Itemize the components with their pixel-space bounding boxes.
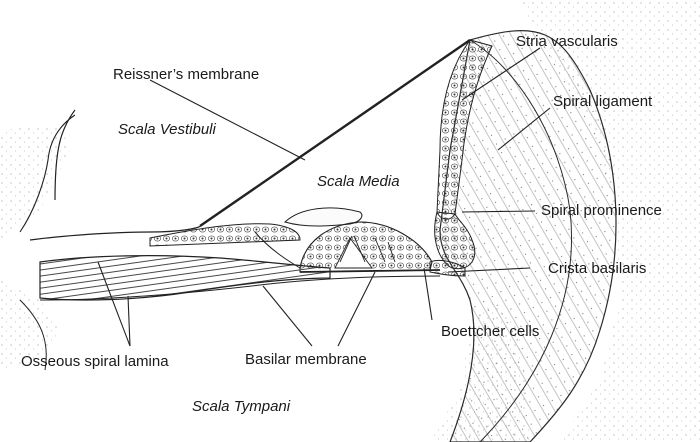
osseous-spiral-lamina-band — [40, 256, 330, 300]
stria-vascularis-label: Stria vascularis — [516, 33, 618, 51]
leader-osseous-b — [128, 296, 130, 346]
spiral-prominence-label: Spiral prominence — [541, 202, 662, 220]
scala-media-label: Scala Media — [317, 173, 400, 191]
boettcher-cells-label: Boettcher cells — [441, 323, 539, 341]
reissners-membrane-label: Reissner’s membrane — [113, 66, 259, 84]
scala-tympani-label: Scala Tympani — [192, 398, 290, 416]
leader-reissners — [150, 80, 305, 160]
osseous-spiral-lamina-label: Osseous spiral lamina — [21, 353, 169, 371]
crista-basilaris-label: Crista basilaris — [548, 260, 646, 278]
basilar-membrane-label: Basilar membrane — [245, 351, 367, 369]
leader-basilar-a — [263, 286, 312, 346]
scala-vestibuli-label: Scala Vestibuli — [118, 121, 216, 139]
leader-basilar-b — [338, 272, 375, 346]
spiral-ligament-label: Spiral ligament — [553, 93, 652, 111]
spiral-limbus-shape — [150, 224, 300, 246]
